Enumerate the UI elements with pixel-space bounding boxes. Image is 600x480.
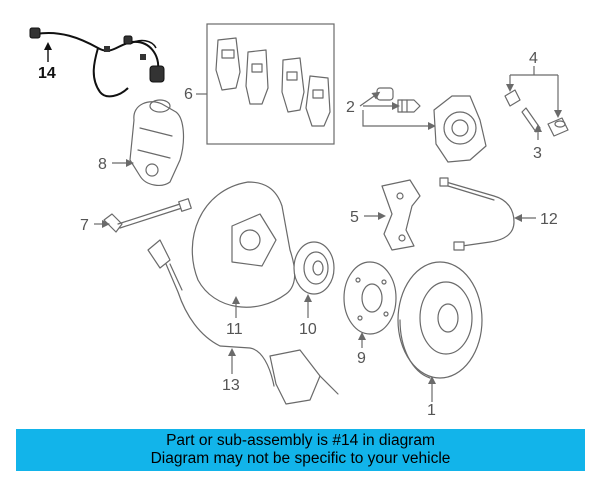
callout-9: 9	[357, 350, 366, 367]
callout-4: 4	[529, 50, 538, 67]
part-5-caliper-bracket[interactable]	[381, 179, 421, 251]
part-4-bolts[interactable]	[504, 89, 541, 133]
part-9-hub-flange[interactable]	[343, 261, 397, 335]
callout-8: 8	[98, 156, 107, 173]
callout-2: 2	[346, 99, 355, 116]
callout-5: 5	[350, 209, 359, 226]
parts-diagram: 1 2 3 4 5 6 7 8 9 10 11 12 13 14	[29, 23, 569, 419]
caliper-housing	[433, 95, 487, 163]
callout-1: 1	[427, 402, 436, 419]
callout-12: 12	[540, 211, 558, 228]
info-banner: Part or sub-assembly is #14 in diagram D…	[16, 429, 585, 471]
banner-line-1: Part or sub-assembly is #14 in diagram	[166, 432, 435, 449]
callout-3: 3	[533, 145, 542, 162]
banner-line-2: Diagram may not be specific to your vehi…	[150, 450, 451, 467]
part-12-brake-hose[interactable]	[439, 177, 515, 251]
part-11-dust-shield[interactable]	[191, 181, 296, 308]
callout-14: 14	[38, 65, 56, 82]
part-6-pad-box	[206, 23, 335, 145]
part-2-guide-pins[interactable]	[376, 87, 421, 113]
callout-10: 10	[299, 321, 317, 338]
callout-6: 6	[184, 86, 193, 103]
part-13-speed-sensor[interactable]	[147, 239, 339, 405]
callout-7: 7	[80, 217, 89, 234]
part-1-brake-rotor[interactable]	[397, 261, 483, 379]
part-7-sensor-bolt[interactable]	[103, 198, 192, 233]
part-14-wear-sensor-harness[interactable]	[29, 27, 165, 98]
callout-11: 11	[226, 321, 243, 338]
part-8-caliper-motor[interactable]	[129, 99, 185, 186]
callout-13: 13	[222, 377, 240, 394]
part-10-hub-bearing[interactable]	[293, 241, 335, 295]
part-3-bushing[interactable]	[547, 117, 569, 137]
part-6-brake-pads[interactable]	[215, 37, 331, 127]
